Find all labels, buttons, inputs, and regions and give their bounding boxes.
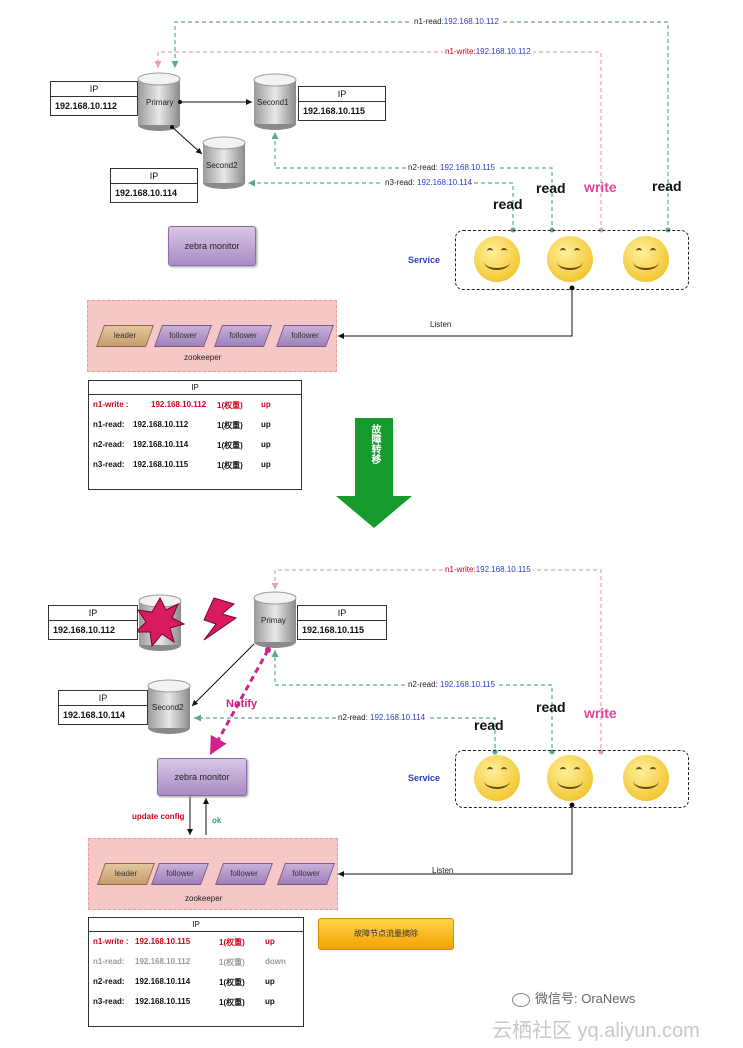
second2-label-bottom: Second2 — [152, 703, 184, 712]
primary-ip-box: IP 192.168.10.112 — [50, 81, 138, 116]
service-box-bottom — [455, 750, 689, 808]
listen-arrow-top — [338, 288, 573, 339]
service-label: Service — [408, 255, 441, 265]
n3-read-route — [248, 179, 514, 225]
failed-ip-box: IP 192.168.10.112 — [48, 605, 138, 640]
service-instance-2 — [547, 236, 593, 282]
service-instance-1 — [474, 236, 520, 282]
service-instance-bottom-3 — [623, 755, 669, 801]
service-label-bottom: Service — [408, 773, 441, 783]
listen-label-bottom: Listen — [432, 866, 454, 875]
second2-db-cylinder-bottom — [147, 679, 191, 734]
primary-to-second2-arrow-bottom — [191, 643, 255, 707]
notify-label: Notify — [226, 698, 258, 710]
zookeeper-bottom: leader follower follower follower zookee… — [88, 838, 338, 910]
n1-write-label-bottom: n1-write:192.168.10.115 — [443, 565, 533, 574]
wechat-watermark: 微信号: OraNews — [512, 988, 635, 1007]
wechat-icon — [512, 992, 530, 1007]
failover-arrow-text: 故障转移 — [369, 424, 380, 464]
new-primary-db-cylinder — [253, 591, 297, 648]
write-word-bottom: write — [584, 705, 617, 721]
n2-read-route — [271, 132, 553, 225]
failed-db-cylinder — [134, 594, 186, 651]
n3-read-label: n3-read: 192.168.10.114 — [383, 178, 475, 187]
n1-write-label: n1-write:192.168.10.112 — [443, 47, 533, 56]
lightning-icon — [203, 597, 238, 641]
second1-label: Second1 — [257, 98, 289, 107]
n1-write-route-bottom — [271, 569, 602, 748]
zebra-monitor-top: zebra monitor — [168, 226, 256, 266]
service-box — [455, 230, 689, 290]
primary-label: Primary — [146, 98, 174, 107]
new-primary-ip-box: IP 192.168.10.115 — [297, 605, 387, 640]
n1-read-label: n1-read:192.168.10.112 — [412, 17, 501, 26]
read-word-3: read — [652, 178, 682, 194]
failed-node-removed-callout: 故障节点流量摘除 — [318, 918, 454, 950]
read-word-bottom-1: read — [474, 717, 504, 733]
ok-label: ok — [212, 816, 222, 825]
n1-write-route — [154, 51, 602, 225]
new-primary-label: Primay — [261, 616, 286, 625]
service-instance-bottom-2 — [547, 755, 593, 801]
second2-db-cylinder — [202, 136, 246, 189]
read-word-1: read — [493, 196, 523, 212]
failover-arrow — [336, 418, 412, 528]
n2-read-route-bottom-b — [194, 714, 496, 748]
n2-read-label-bottom-b: n2-read: 192.168.10.114 — [336, 713, 428, 722]
write-word: write — [584, 179, 617, 195]
second2-ip-box: IP 192.168.10.114 — [110, 168, 198, 203]
read-word-2: read — [536, 180, 566, 196]
second1-ip-box: IP 192.168.10.115 — [298, 86, 386, 121]
explosion-icon — [134, 596, 186, 648]
second2-ip-box-bottom: IP 192.168.10.114 — [58, 690, 148, 725]
read-word-bottom-2: read — [536, 699, 566, 715]
second1-db-cylinder — [253, 73, 297, 130]
n2-read-route-bottom-a — [271, 650, 553, 748]
n2-read-label: n2-read: 192.168.10.115 — [406, 163, 498, 172]
listen-label: Listen — [430, 320, 452, 329]
n2-read-label-bottom-a: n2-read: 192.168.10.115 — [406, 680, 498, 689]
listen-arrow-bottom — [338, 805, 573, 877]
site-watermark: 云栖社区 yq.aliyun.com — [492, 1020, 700, 1042]
primary-to-second2-arrow — [171, 126, 203, 155]
service-instance-bottom-1 — [474, 755, 520, 801]
update-config-label: update config — [132, 812, 185, 821]
zebra-monitor-bottom: zebra monitor — [157, 758, 247, 796]
zookeeper-top: leader follower follower follower zookee… — [87, 300, 337, 372]
primary-db-cylinder — [137, 72, 181, 131]
service-instance-3 — [623, 236, 669, 282]
second2-label: Second2 — [206, 161, 238, 170]
